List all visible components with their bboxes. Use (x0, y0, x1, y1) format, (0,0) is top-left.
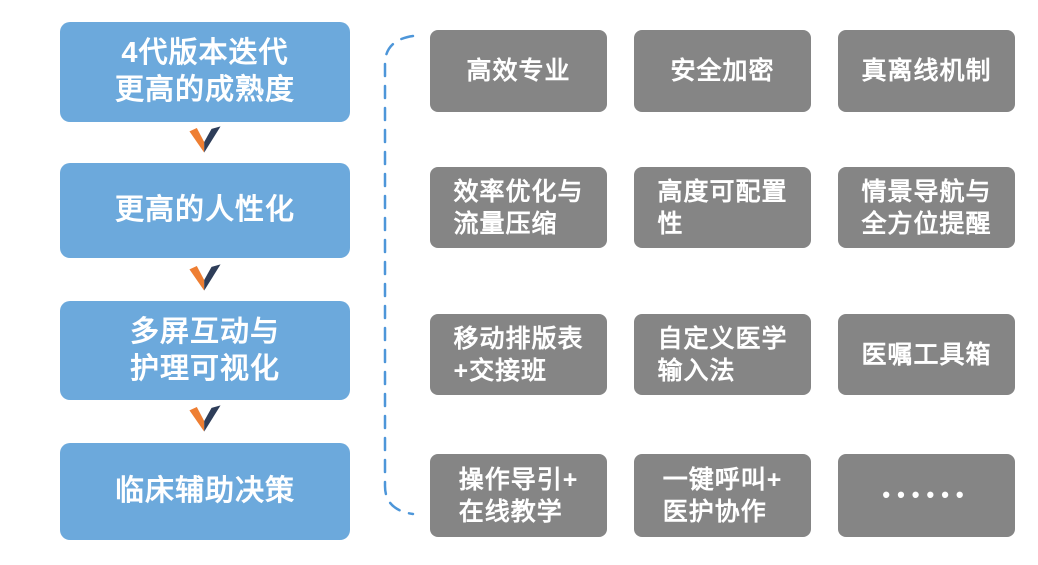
feature-row: 高效专业 安全加密 真离线机制 (430, 30, 1015, 112)
arrow-left-wing (189, 266, 205, 291)
feature-label: 移动排版表 +交接班 (453, 324, 584, 385)
feature-cell-secure-encryption: 安全加密 (634, 30, 811, 112)
feature-cell-order-toolbox: 医嘱工具箱 (838, 314, 1015, 395)
feature-row: 移动排版表 +交接班 自定义医学 输入法 医嘱工具箱 (430, 314, 1015, 395)
feature-label: 操作导引+ 在线教学 (458, 465, 579, 526)
feature-cell-guide-teaching: 操作导引+ 在线教学 (430, 454, 607, 537)
ellipsis-dots: •••••• (882, 482, 971, 508)
chevron-down-icon (189, 264, 221, 291)
feature-cell-context-navigation: 情景导航与 全方位提醒 (838, 167, 1015, 248)
arrow-left-wing (189, 407, 205, 432)
flow-arrow-down-icon (60, 404, 350, 433)
feature-cell-efficient-professional: 高效专业 (430, 30, 607, 112)
arrow-right-wing (204, 126, 221, 153)
chevron-down-icon (189, 126, 221, 153)
feature-cell-true-offline: 真离线机制 (838, 30, 1015, 112)
feature-row: 操作导引+ 在线教学 一键呼叫+ 医护协作 •••••• (430, 454, 1015, 537)
feature-cell-medical-input-method: 自定义医学 输入法 (634, 314, 811, 395)
feature-label: 医嘱工具箱 (861, 340, 992, 369)
feature-row: 效率优化与 流量压缩 高度可配置 性 情景导航与 全方位提醒 (430, 167, 1015, 248)
stage-box-multiscreen-visualization: 多屏互动与 护理可视化 (60, 301, 350, 400)
stage-label: 多屏互动与 护理可视化 (129, 315, 280, 385)
feature-label: 一键呼叫+ 医护协作 (662, 465, 783, 526)
dashed-brace-path (383, 34, 415, 516)
feature-label: 自定义医学 输入法 (657, 324, 788, 385)
stage-label: 临床辅助决策 (114, 475, 295, 508)
flow-arrow-down-icon (60, 125, 350, 154)
arrow-left-wing (189, 128, 205, 153)
feature-cell-mobile-schedule: 移动排版表 +交接班 (430, 314, 607, 395)
dashed-brace (383, 34, 415, 516)
feature-cell-efficiency-compression: 效率优化与 流量压缩 (430, 167, 607, 248)
arrow-right-wing (204, 405, 221, 432)
stage-label: 4代版本迭代 更高的成熟度 (114, 37, 295, 106)
stage-box-version-maturity: 4代版本迭代 更高的成熟度 (60, 22, 350, 122)
feature-label: 情景导航与 全方位提醒 (861, 177, 992, 238)
feature-cell-one-key-call: 一键呼叫+ 医护协作 (634, 454, 811, 537)
feature-label: 效率优化与 流量压缩 (453, 177, 584, 238)
feature-label: 高效专业 (466, 57, 571, 85)
stage-label: 更高的人性化 (114, 194, 295, 227)
stage-box-clinical-decision: 临床辅助决策 (60, 443, 350, 540)
feature-label: 真离线机制 (861, 57, 992, 85)
flow-arrow-down-icon (60, 263, 350, 292)
feature-cell-configurability: 高度可配置 性 (634, 167, 811, 248)
feature-cell-more-ellipsis: •••••• (838, 454, 1015, 537)
feature-label: 安全加密 (670, 57, 775, 85)
chevron-down-icon (189, 405, 221, 432)
stage-box-humanization: 更高的人性化 (60, 163, 350, 258)
arrow-right-wing (204, 264, 221, 291)
feature-label: 高度可配置 性 (657, 177, 788, 238)
